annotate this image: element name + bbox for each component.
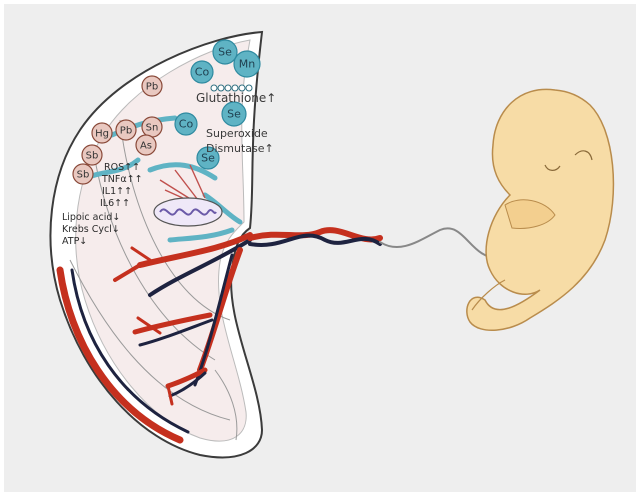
superoxide-label: Superoxide bbox=[206, 127, 268, 140]
protective-element-badge: Se bbox=[213, 40, 237, 64]
toxic-metal-badge: Sb bbox=[82, 145, 102, 165]
protective-element-badge-label: Se bbox=[227, 108, 241, 121]
marker-il1: IL1↑↑ bbox=[102, 186, 132, 197]
marker-krebs-cycle: Krebs Cycl↓ bbox=[62, 224, 120, 235]
glutathione-label: Glutathione↑ bbox=[196, 91, 276, 105]
protective-element-badge-label: Mn bbox=[239, 58, 255, 71]
marker-atp: ATP↓ bbox=[62, 236, 87, 247]
toxic-metal-badge: Pb bbox=[142, 76, 162, 96]
toxic-metal-badge-label: As bbox=[140, 141, 152, 152]
toxic-metal-badge: Sn bbox=[142, 117, 162, 137]
dismutase-label: Dismutase↑ bbox=[206, 142, 274, 155]
toxic-metal-badge-label: Hg bbox=[95, 129, 109, 140]
protective-element-badge-label: Se bbox=[218, 46, 232, 59]
marker-il6: IL6↑↑ bbox=[100, 198, 130, 209]
toxic-metal-badge-label: Sb bbox=[86, 151, 99, 162]
toxic-metal-badge: Sb bbox=[73, 164, 93, 184]
mitochondrion-icon bbox=[154, 198, 222, 226]
protective-element-badge: Mn bbox=[234, 51, 260, 77]
marker-lipoic-acid: Lipoic acid↓ bbox=[62, 212, 120, 223]
toxic-metal-badge-label: Pb bbox=[146, 82, 158, 93]
toxic-metal-badge: As bbox=[136, 135, 156, 155]
protective-element-badge-label: Co bbox=[179, 118, 194, 131]
protective-element-badge: Co bbox=[175, 113, 197, 135]
toxic-metal-badge: Hg bbox=[92, 123, 112, 143]
protective-element-badge: Se bbox=[222, 102, 246, 126]
marker-ros: ROS↑↑ bbox=[104, 162, 140, 173]
protective-element-badge: Co bbox=[191, 61, 213, 83]
toxic-metal-badge-label: Sb bbox=[77, 170, 90, 181]
toxic-metal-badge: Pb bbox=[116, 120, 136, 140]
toxic-metal-badge-label: Sn bbox=[146, 123, 159, 134]
protective-element-badge-label: Co bbox=[195, 66, 210, 79]
toxic-metal-badge-label: Pb bbox=[120, 126, 132, 137]
marker-tnfa: TNFα↑↑ bbox=[101, 174, 143, 185]
